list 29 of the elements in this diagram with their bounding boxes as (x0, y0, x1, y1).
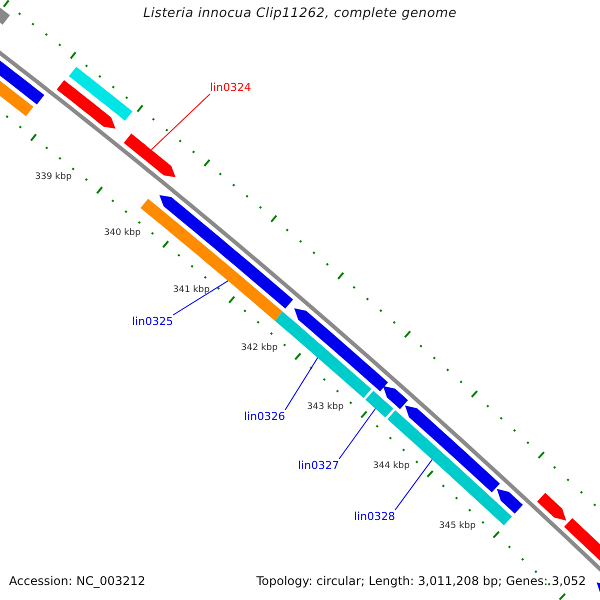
genome-info: Topology: circular; Length: 3,011,208 bp; Genes: 3,052 (256, 574, 586, 588)
gene-label: lin0326 (244, 410, 286, 423)
leader-line (172, 280, 229, 316)
gene-block-pointed (294, 308, 388, 392)
gene-block (68, 66, 132, 121)
title: Listeria innocua Clip11262, complete genome (142, 5, 458, 23)
gene-label: lin0328 (354, 510, 396, 523)
leader-line (338, 408, 376, 460)
accession-label: Accession: NC_003212 (9, 574, 146, 588)
gene-block-pointed (537, 492, 566, 521)
scale-label: 340 kbp (104, 228, 141, 239)
scale-label: 341 kbp (173, 285, 210, 296)
gene-block (365, 390, 394, 418)
gene-block-pointed (124, 134, 176, 178)
gene-block-pointed (56, 80, 116, 129)
gene-label: lin0325 (132, 315, 174, 328)
scale-label: 343 kbp (307, 402, 344, 413)
scale-label: 344 kbp (373, 461, 410, 472)
leader-line (150, 94, 210, 150)
scale-label: 345 kbp (439, 521, 476, 532)
gene-label: lin0327 (298, 459, 340, 472)
leader-line (284, 357, 318, 410)
scale-label: 339 kbp (35, 172, 72, 183)
gene-block-pointed (159, 195, 294, 309)
gene-label: lin0324 (210, 81, 252, 94)
leader-line (394, 459, 433, 510)
scale-label: 342 kbp (241, 343, 278, 354)
gene-block-pointed (496, 488, 523, 514)
gene-block-pointed (383, 386, 408, 410)
